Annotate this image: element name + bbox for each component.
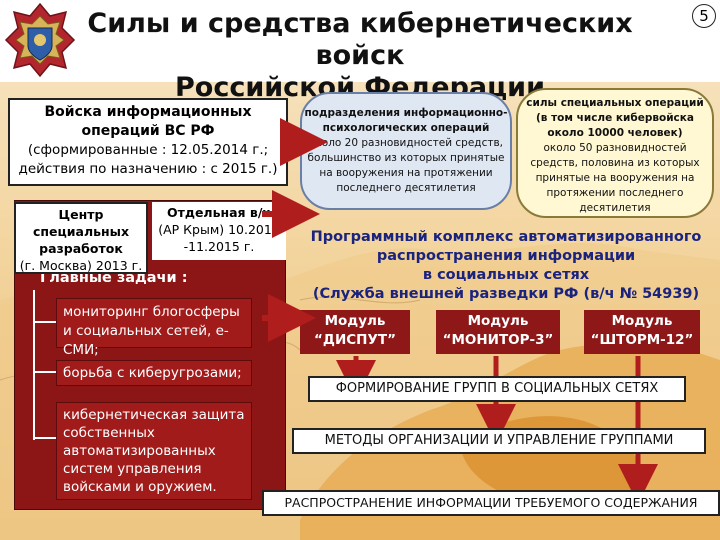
center-line-1: Центр [58, 207, 104, 222]
slide-header [0, 0, 720, 82]
task-item-1-text: мониторинг блогосферы и социальных сетей… [63, 304, 240, 358]
center-line-3: разработок [39, 241, 123, 256]
title-line-1: Силы и средства кибернетических войск [87, 8, 633, 71]
module-disput: Модуль “ДИСПУТ” [300, 310, 410, 354]
module-storm-line-1: Модуль [611, 313, 673, 329]
psy-ops-line-5: на вооружения на протяжении [319, 167, 493, 179]
slide-title: Силы и средства кибернетических войск Ро… [60, 8, 660, 104]
module-disput-line-1: Модуль [324, 313, 386, 329]
task-item-2-text: борьба с киберугрозами; [63, 365, 242, 381]
special-ops-line-4: около 50 разновидностей [543, 142, 687, 154]
module-monitor: Модуль “МОНИТОР-3” [436, 310, 560, 354]
psy-ops-line-6: последнего десятилетия [336, 182, 476, 194]
tasks-connector-lines [33, 290, 56, 440]
special-ops-line-3: около 10000 человек) [547, 127, 683, 139]
special-ops-line-2: (в том числе кибервойска [536, 112, 694, 124]
psy-ops-line-3: около 20 разновидностей средств, [309, 137, 503, 149]
psy-ops-line-2: психологических операций [322, 122, 490, 134]
page-number: 5 [692, 4, 716, 28]
module-monitor-line-1: Модуль [467, 313, 529, 329]
special-ops-line-6: принятые на вооружения на [535, 172, 695, 184]
action-group-methods: МЕТОДЫ ОРГАНИЗАЦИИ И УПРАВЛЕНИЕ ГРУППАМИ [292, 428, 706, 454]
special-ops-line-5: средств, половина из которых [530, 157, 700, 169]
special-ops-line-7: протяжении последнего [546, 187, 684, 199]
task-item-2: борьба с киберугрозами; [56, 360, 252, 386]
shield-emblem-icon [4, 2, 76, 78]
module-storm: Модуль “ШТОРМ-12” [584, 310, 700, 354]
software-complex-line-2: распространения информации [376, 248, 636, 264]
software-complex-line-4: (Служба внешней разведки РФ (в/ч № 54939… [312, 286, 700, 302]
main-tasks-title: Главные задачи : [40, 270, 188, 286]
separate-unit-line-2: (АР Крым) 10.2015 [158, 222, 280, 237]
special-ops-line-8: десятилетия [579, 202, 651, 214]
center-line-2: специальных [32, 224, 130, 239]
separate-unit-line-1: Отдельная в/ч [166, 205, 271, 220]
io-troops-title-2: операций ВС РФ [81, 123, 215, 139]
module-disput-line-2: “ДИСПУТ” [314, 332, 396, 348]
center-line-4: (г. Москва) 2013 г. [19, 258, 143, 273]
action-distribute-info: РАСПРОСТРАНЕНИЕ ИНФОРМАЦИИ ТРЕБУЕМОГО СО… [262, 490, 720, 516]
module-storm-line-2: “ШТОРМ-12” [590, 332, 694, 348]
software-complex: Программный комплекс автоматизированного… [300, 228, 712, 308]
task-item-1: мониторинг блогосферы и социальных сетей… [56, 298, 252, 358]
psy-ops-line-1: подразделения информационно- [304, 107, 508, 119]
task-item-3: кибернетическая защита собственных автом… [56, 402, 252, 500]
task-item-3-text: кибернетическая защита собственных автом… [63, 407, 245, 495]
io-troops-detail-2: действия по назначению : с 2015 г.) [18, 161, 278, 177]
io-troops-box: Войска информационных операций ВС РФ (сф… [8, 98, 288, 186]
io-troops-detail-1: (сформированные : 12.05.2014 г.; [27, 142, 269, 158]
psy-ops-cloud: подразделения информационно- психологиче… [300, 92, 512, 210]
io-troops-title-1: Войска информационных [44, 104, 252, 120]
special-ops-line-1: силы специальных операций [526, 97, 704, 109]
software-complex-line-3: в социальных сетях [422, 267, 590, 283]
software-complex-line-1: Программный комплекс автоматизированного [310, 229, 702, 245]
module-monitor-line-2: “МОНИТОР-3” [442, 332, 554, 348]
center-box: Центр специальных разработок (г. Москва)… [14, 202, 148, 274]
separate-unit-line-3: -11.2015 г. [183, 239, 255, 254]
psy-ops-line-4: большинство из которых принятые [307, 152, 505, 164]
action-form-groups: ФОРМИРОВАНИЕ ГРУПП В СОЦИАЛЬНЫХ СЕТЯХ [308, 376, 686, 402]
special-ops-cloud: силы специальных операций (в том числе к… [516, 88, 714, 218]
